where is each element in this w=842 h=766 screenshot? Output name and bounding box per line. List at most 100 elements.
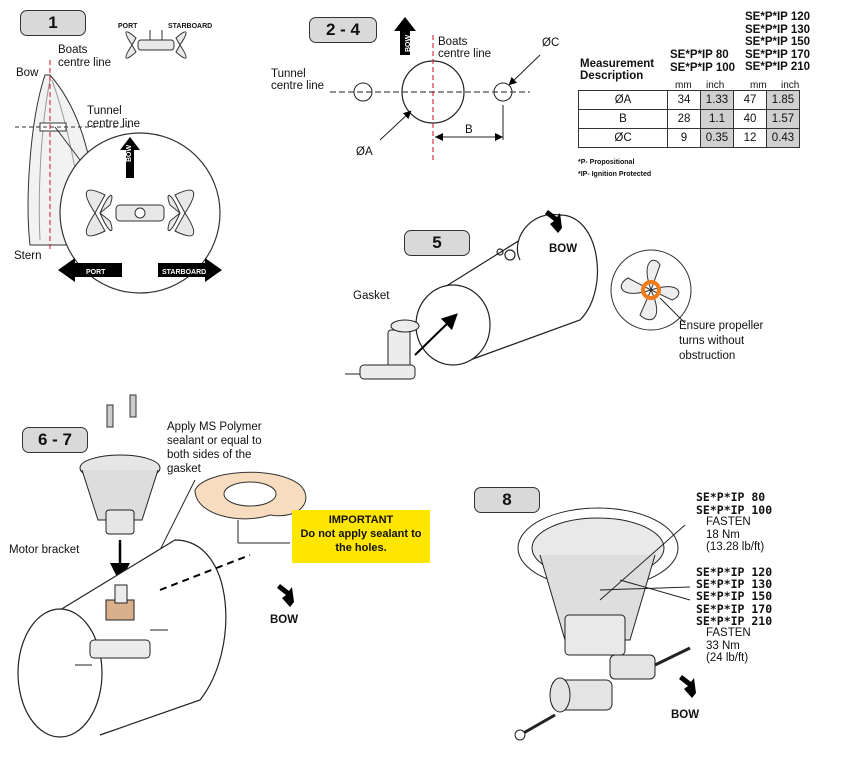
- leader-c: [508, 54, 541, 86]
- bow-arrow-2: [394, 17, 416, 55]
- gear-leg-67: [75, 584, 168, 666]
- s8-g1-fasten-2: (13.28 lb/ft): [706, 541, 765, 553]
- cell: 1.33: [700, 90, 734, 110]
- g1-fasten-8: FASTEN 18 Nm (13.28 lb/ft): [706, 516, 764, 554]
- unit-mm-1: mm: [675, 80, 692, 91]
- group1-models: SE*P*IP 80 SE*P*IP 100: [670, 49, 735, 74]
- cell: 1.85: [766, 90, 800, 110]
- dia-a-label: ØA: [356, 146, 373, 158]
- bolts-67: [106, 394, 137, 428]
- starboard-arrow-label: STARBOARD: [162, 269, 207, 276]
- cell: 1.1: [700, 109, 734, 129]
- boats-centre-line-label-2a: Boats: [438, 36, 468, 48]
- tunnel-centre-line-label-1a: Tunnel: [87, 105, 122, 117]
- tube-dashed-arrow: [159, 554, 251, 591]
- boats-centre-line-label-2b: centre line: [438, 48, 492, 60]
- g2-model-3: SE*P*IP 170: [745, 48, 811, 61]
- s8-g2-model-2: SE*P*IP 150: [696, 589, 773, 604]
- g2-model-2: SE*P*IP 150: [745, 36, 811, 48]
- g1-models-8: SE*P*IP 80 SE*P*IP 100: [696, 491, 772, 516]
- s8-g2-model-4: SE*P*IP 210: [696, 613, 773, 628]
- gear-leg-8: [514, 646, 691, 741]
- g1-model-1: SE*P*IP 100: [670, 61, 736, 74]
- desc-line-1: Description: [580, 70, 644, 82]
- boats-centre-line-label-1a: Boats: [58, 44, 88, 56]
- apply-label-1: sealant or equal to: [167, 435, 262, 447]
- ensure-label-0: Ensure propeller: [679, 320, 764, 332]
- tunnel-centre-line-label-2b: centre line: [271, 80, 325, 92]
- fasten-leader-1: [599, 524, 686, 601]
- bow-label-8: BOW: [671, 709, 700, 721]
- stern-label: Stern: [14, 250, 42, 262]
- table-row: ØC 9 0.35 12 0.43: [578, 128, 800, 148]
- s8-g1-fasten-0: FASTEN: [706, 516, 751, 528]
- thruster-top-view: [85, 189, 195, 237]
- g2-models-8: SE*P*IP 120 SE*P*IP 130 SE*P*IP 150 SE*P…: [696, 566, 772, 627]
- cell: 0.43: [766, 128, 800, 148]
- g1-model-0: SE*P*IP 80: [670, 49, 729, 61]
- port-arrow-label: PORT: [86, 269, 106, 276]
- step-badge-8: 8: [474, 487, 540, 513]
- gasket-label: Gasket: [353, 290, 390, 302]
- gear-leg-5: [345, 319, 420, 380]
- bow-arrow-1: [120, 137, 140, 178]
- port-arrow: [58, 258, 122, 282]
- apply-label-3: gasket: [167, 463, 201, 475]
- bracket-8: [517, 507, 679, 656]
- group2-models: SE*P*IP 120 SE*P*IP 130 SE*P*IP 150 SE*P…: [745, 11, 810, 74]
- note-ip: *IP- Ignition Protected: [578, 171, 652, 178]
- fasten-leader-3: [619, 579, 691, 601]
- cell: 1.57: [766, 109, 800, 129]
- s8-g2-model-0: SE*P*IP 120: [696, 565, 773, 579]
- apply-label-0: Apply MS Polymer: [167, 421, 262, 433]
- zoom-connector: [54, 126, 81, 161]
- row-label: B: [578, 109, 668, 129]
- boats-centre-line-label-1b: centre line: [58, 57, 112, 69]
- note-p: *P- Propositional: [578, 159, 635, 166]
- motor-bracket-label: Motor bracket: [9, 544, 80, 556]
- bow-arrow-label-2: BOW: [405, 34, 412, 52]
- important-title: IMPORTANT: [328, 514, 394, 526]
- measurement-description: Measurement Description: [580, 58, 654, 82]
- important-box: IMPORTANT Do not apply sealant to the ho…: [292, 510, 430, 563]
- bow-label-5: BOW: [549, 243, 578, 255]
- insert-arrow-5: [414, 313, 458, 356]
- bow-label-67: BOW: [270, 614, 299, 626]
- s8-g2-model-3: SE*P*IP 170: [696, 601, 773, 616]
- ensure-label-1: turns without: [679, 335, 745, 347]
- row-label: ØC: [578, 128, 668, 148]
- mini-thruster-top: [125, 30, 187, 59]
- ensure-label-2: obstruction: [679, 350, 736, 362]
- s8-g2-fasten-2: (24 lb/ft): [706, 652, 749, 664]
- desc-line-0: Measurement: [580, 58, 655, 70]
- step-badge-5: 5: [404, 230, 470, 256]
- starboard-arrow: [158, 258, 222, 282]
- cell: 47: [733, 90, 767, 110]
- starboard-label: STARBOARD: [168, 23, 213, 30]
- bow-arrow-67: [277, 584, 294, 607]
- cell: 9: [667, 128, 701, 148]
- bow-arrow-5: [545, 210, 562, 233]
- g2-model-0: SE*P*IP 120: [745, 11, 811, 23]
- ensure-leader: [659, 297, 686, 324]
- bow-label: Bow: [16, 67, 39, 79]
- dia-c-label: ØC: [542, 37, 560, 49]
- measurement-table: ØA 34 1.33 47 1.85 B 28 1.1 40 1.57 ØC 9…: [578, 90, 800, 148]
- cell: 0.35: [700, 128, 734, 148]
- s8-g1-fasten-1: 18 Nm: [706, 528, 740, 541]
- s8-g2-fasten-1: 33 Nm: [706, 639, 740, 652]
- step-badge-6-7: 6 - 7: [22, 427, 88, 453]
- tunnel-tube-5: [415, 213, 599, 366]
- bow-arrow-label-1: BOW: [126, 144, 133, 162]
- leader-a: [379, 110, 412, 141]
- table-row: ØA 34 1.33 47 1.85: [578, 90, 800, 110]
- fasten-leader-2: [599, 586, 691, 591]
- g2-model-1: SE*P*IP 130: [745, 23, 811, 36]
- tunnel-tube-67: [17, 539, 227, 738]
- cell: 40: [733, 109, 767, 129]
- b-label: B: [465, 124, 473, 136]
- important-body-0: Do not apply sealant to: [300, 528, 422, 540]
- table-row: B 28 1.1 40 1.57: [578, 109, 800, 129]
- s8-g1-model-1: SE*P*IP 100: [696, 502, 773, 517]
